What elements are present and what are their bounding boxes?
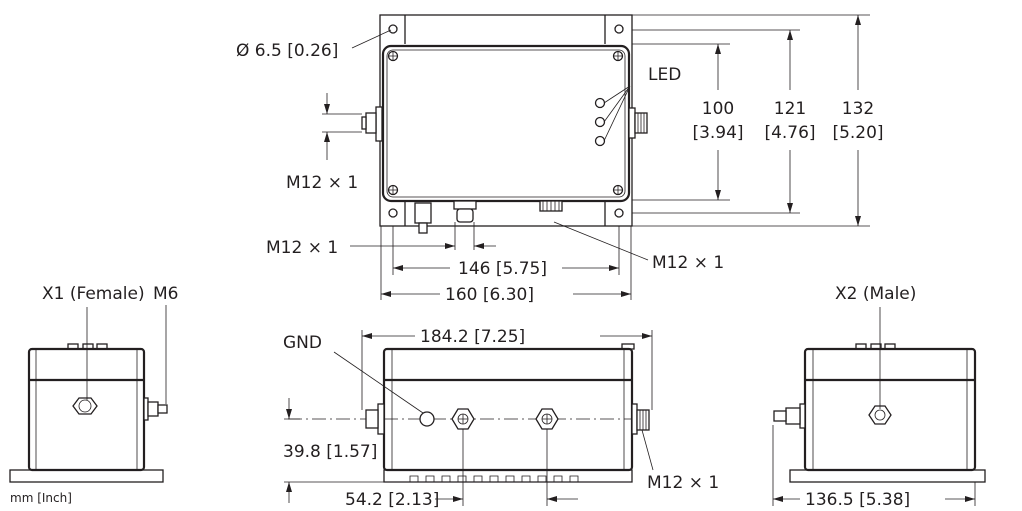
units-note: mm [Inch]: [10, 491, 72, 505]
left-side-view: X1 (Female) M6: [9, 284, 178, 483]
left-connector-label: M12 × 1: [286, 173, 358, 193]
left-connector-icon: [361, 106, 383, 142]
m6-label: M6: [153, 284, 178, 304]
dim-121-inch: [4.76]: [764, 123, 815, 143]
x2-male-connector-icon: [868, 405, 892, 425]
right-width-label: 136.5 [5.38]: [805, 490, 910, 510]
left-connector-icon: [773, 403, 806, 429]
gnd-terminal-icon: [419, 411, 435, 427]
right-side-view: X2 (Male) 136.5 [5.38]: [772, 284, 986, 510]
x1-female-connector-icon: [72, 397, 98, 415]
mounting-hole-icons: [388, 24, 624, 218]
dim-100-inch: [3.94]: [692, 123, 743, 143]
right-connector-icon: [631, 403, 650, 435]
led-icons: [594, 97, 606, 147]
dim-100-mm: 100: [702, 99, 734, 119]
screw-icons: [387, 50, 624, 196]
gnd-label: GND: [283, 333, 322, 353]
front-view: GND 184.2 [7.25] 39.8 [1.57] 54.2 [2.13]…: [283, 327, 719, 510]
right-connector-icon: [628, 107, 648, 139]
m6-stud-icon: [143, 397, 168, 421]
x1-female-label: X1 (Female): [42, 284, 145, 304]
left-connector-icon: [365, 403, 385, 435]
led-label: LED: [648, 65, 681, 85]
dim-121-mm: 121: [774, 99, 806, 119]
dim-160-label: 160 [6.30]: [445, 285, 534, 305]
top-view: Ø 6.5 [0.26] LED M12 × 1 M12 × 1 M12 × 1…: [236, 14, 884, 305]
hole-diameter-label: Ø 6.5 [0.26]: [236, 41, 338, 61]
height-dim-label: 39.8 [1.57]: [283, 442, 377, 462]
housing-lid: [381, 44, 631, 203]
x2-male-label: X2 (Male): [835, 284, 916, 304]
m12-connector-label: M12 × 1: [647, 473, 719, 493]
bottom-connector-icons: [414, 200, 563, 234]
dim-132-mm: 132: [842, 99, 874, 119]
dim-146-label: 146 [5.75]: [458, 259, 547, 279]
bottom-connector-label: M12 × 1: [266, 238, 338, 258]
connector-spacing-label: 54.2 [2.13]: [345, 490, 439, 510]
overall-width-label: 184.2 [7.25]: [420, 327, 525, 347]
dim-132-inch: [5.20]: [832, 123, 883, 143]
right-connector-label: M12 × 1: [652, 253, 724, 273]
